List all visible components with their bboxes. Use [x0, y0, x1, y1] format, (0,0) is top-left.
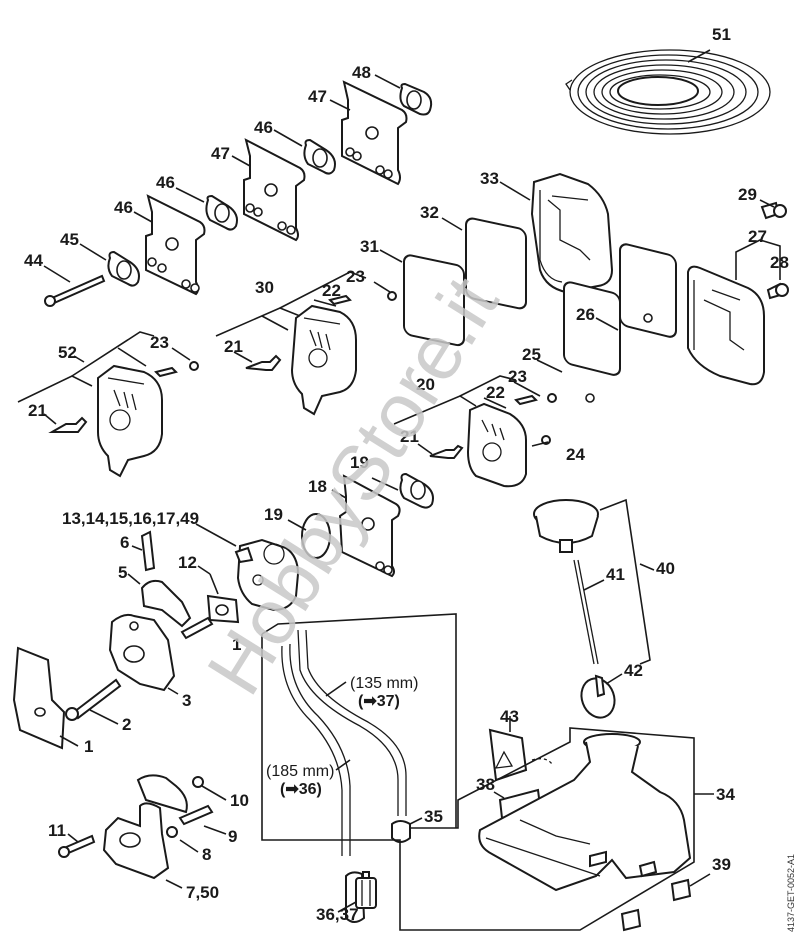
hose-length-185: (185 mm): [266, 763, 334, 780]
hose-length-135: (135 mm): [350, 675, 418, 692]
callout-47: 47: [211, 144, 230, 163]
callout-47: 47: [308, 87, 327, 106]
callout-1: 1: [232, 635, 241, 654]
callout-44: 43: [500, 707, 519, 726]
filter-pad-part: [563, 281, 621, 376]
callout-10: 10: [230, 791, 249, 810]
callout-27: 27: [748, 227, 767, 246]
grommet-part: [670, 878, 692, 902]
callout-43: 42: [624, 661, 643, 680]
mount-block-part: [58, 774, 214, 880]
callout-40: 36,37: [316, 905, 359, 924]
callout-23: 23: [508, 367, 527, 386]
callout-45: 44: [24, 251, 43, 270]
callout-11: 11: [48, 821, 66, 840]
gasket-plate-part: [44, 80, 433, 307]
filter-housing-part: [429, 393, 557, 488]
leader-lines: [17, 49, 781, 931]
callout-6: 6: [120, 533, 129, 552]
callout-23: 23: [346, 267, 365, 286]
callout-46: 46: [156, 173, 175, 192]
callout-5: 5: [118, 563, 127, 582]
filter-pad-part: [465, 217, 527, 310]
callout-22: 22: [486, 383, 505, 402]
callout-8: 8: [202, 845, 211, 864]
filter-cover-part: [530, 172, 614, 294]
callout-3: 3: [182, 691, 191, 710]
callout-26: 26: [576, 305, 595, 324]
callout-32: 32: [420, 203, 439, 222]
fuel-tank-part: [478, 733, 692, 892]
gasket-plate-part: [301, 472, 434, 578]
filter-housing-part: [48, 361, 199, 478]
callout-46: 46: [254, 118, 273, 137]
callout-39: 39: [712, 855, 731, 874]
reference-code: 4137-GET-0052-A1: [786, 854, 796, 932]
carburetor-part: [234, 538, 300, 612]
callout-36-37: 51: [712, 25, 731, 44]
hose-ref-36: (➡36): [280, 781, 322, 798]
callout-46: 45: [60, 230, 79, 249]
callout-33: 33: [480, 169, 499, 188]
callout-2: 2: [122, 715, 131, 734]
callout-29: 29: [738, 185, 757, 204]
filter-pad-part: [403, 254, 465, 347]
intake-assembly-part: [12, 530, 240, 750]
callout-7-50: 7,50: [186, 883, 219, 902]
filter-pad-part: [619, 243, 677, 338]
callout-34: 34: [716, 785, 735, 804]
callout-41: 40: [656, 559, 675, 578]
fuel-filter-part: [355, 871, 377, 909]
callout-13-14-15-16-17-49: 13,14,15,16,17,49: [62, 509, 199, 528]
callout-19: 19: [350, 453, 369, 472]
callout-31: 31: [360, 237, 379, 256]
callout-18: 18: [308, 477, 327, 496]
callout-48: 48: [352, 63, 371, 82]
callout-21: 21: [224, 337, 243, 356]
grommet-part: [620, 908, 642, 932]
callout-12: 12: [178, 553, 197, 572]
callout-42: 41: [606, 565, 625, 584]
callout-28: 28: [770, 253, 789, 272]
hose-ref-37: (➡37): [358, 693, 400, 710]
callout-24: 24: [566, 445, 585, 464]
callout-22: 22: [322, 281, 341, 300]
callout-38: 38: [476, 775, 495, 794]
callout-47: 46: [114, 198, 133, 217]
callout-35: 35: [424, 807, 443, 826]
callout-30: 30: [255, 278, 274, 297]
callout-1: 1: [84, 737, 93, 756]
coil-spring-part: [565, 49, 771, 135]
fuel-cap-part: [533, 499, 616, 719]
air-cover-part: [687, 201, 789, 386]
callout-25: 25: [522, 345, 541, 364]
callout-21: 21: [28, 401, 47, 420]
callout-19: 19: [264, 505, 283, 524]
callout-23: 23: [150, 333, 169, 352]
callout-20: 20: [416, 375, 435, 394]
callout-21: 21: [400, 427, 419, 446]
callout-9: 9: [228, 827, 237, 846]
filter-housing-part: [245, 291, 397, 416]
callout-51: 52: [58, 343, 77, 362]
